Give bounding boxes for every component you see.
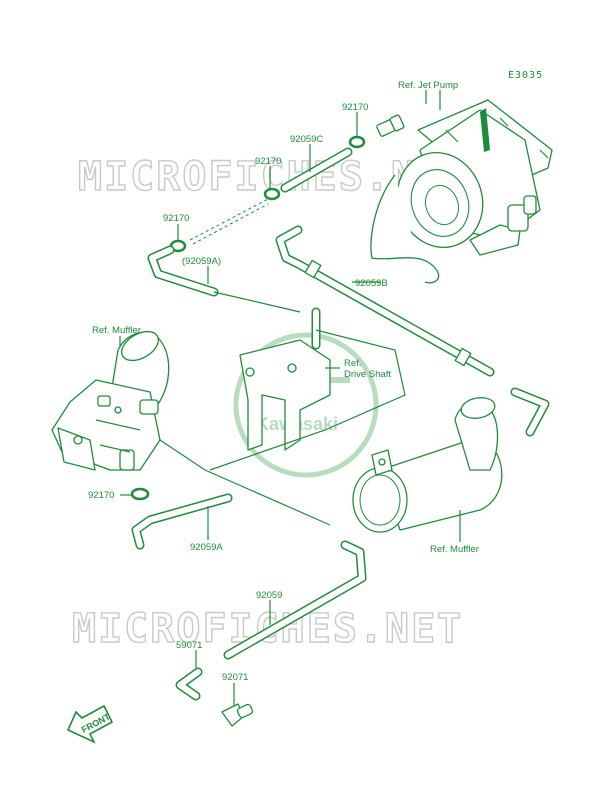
label-ref-drive-shaft-1: Ref.: [344, 358, 361, 369]
elbow-59071: [175, 667, 203, 701]
plug-92071: [221, 703, 254, 727]
routing-line-b: [159, 439, 331, 526]
jet-pump: [370, 99, 553, 284]
label-92059B: 92059B: [355, 278, 388, 289]
routing-line-a: [209, 291, 406, 471]
clamp-92170-d: [130, 487, 150, 501]
label-92059A-paren: (92059A): [182, 256, 221, 267]
label-ref-jet-pump: Ref. Jet Pump: [398, 80, 458, 91]
label-92170-a: 92170: [342, 102, 368, 113]
front-arrow-icon: FRONT: [66, 704, 114, 744]
label-92170-c: 92170: [163, 213, 189, 224]
hose-92059B: [275, 225, 550, 437]
label-ref-drive-shaft-2: Drive Shaft: [344, 369, 391, 380]
pump-fitting: [376, 114, 405, 137]
hose-92059: [223, 540, 367, 660]
hose-92059A-upper: [147, 245, 219, 297]
dashed-guide-top-2: [192, 203, 269, 245]
drive-shaft-cover: [239, 339, 331, 451]
hose-92059C: [280, 147, 353, 193]
label-92071: 92071: [222, 672, 248, 683]
label-92059C: 92059C: [290, 134, 323, 145]
dashed-guide-top: [189, 197, 271, 241]
label-ref-muffler-right: Ref. Muffler: [430, 544, 479, 555]
label-92059A: 92059A: [190, 542, 223, 553]
label-92170-b: 92170: [255, 156, 281, 167]
muffler-left: [51, 330, 170, 471]
label-ref-muffler-left: Ref. Muffler: [92, 325, 141, 336]
muffler-right: [352, 397, 503, 533]
label-92059: 92059: [256, 590, 282, 601]
diagram-code: E3035: [508, 70, 543, 81]
hose-92059A-lower: [131, 493, 233, 550]
label-59071: 59071: [176, 640, 202, 651]
label-92170-d: 92170: [88, 490, 114, 501]
clamp-92170-b: [263, 187, 281, 201]
clamp-92170-a: [348, 135, 366, 149]
leader-jet-pump: [425, 90, 441, 110]
